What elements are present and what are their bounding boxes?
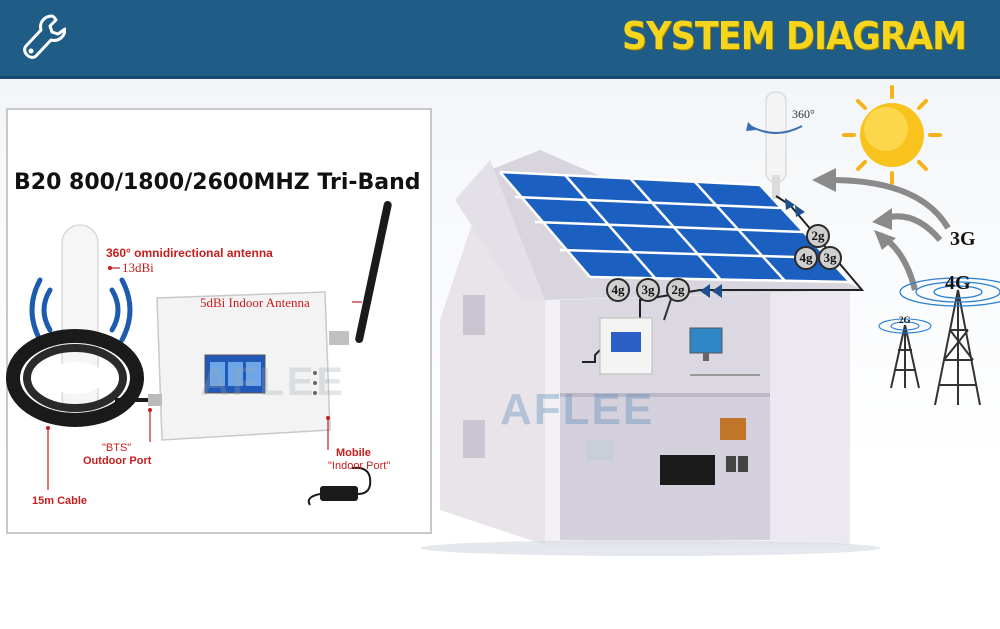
bts-port-label: "BTS" (102, 442, 132, 454)
sun (842, 85, 942, 185)
outdoor-port-label: Outdoor Port (83, 455, 152, 467)
product-title: B20 800/1800/2600MHZ Tri-Band (14, 170, 421, 195)
gable-window (463, 295, 485, 335)
indoor-badge-2g: 2g (666, 278, 690, 302)
mobile-label: Mobile (336, 447, 371, 459)
outdoor-gain-label: 13dBi (122, 260, 154, 275)
page-title: SYSTEM DIAGRAM (621, 14, 967, 58)
indoor-repeater (599, 295, 673, 375)
house-right-wall (770, 290, 850, 545)
header-bar: SYSTEM DIAGRAM (0, 0, 1000, 79)
indoor-antenna (355, 201, 392, 344)
battery (660, 455, 715, 485)
roof-badge-3g: 3g (818, 246, 842, 270)
tower-small (890, 324, 920, 389)
panel-watermark: AFLEE (200, 360, 347, 404)
roof-antenna (746, 91, 803, 199)
wrench-icon (23, 14, 66, 59)
monitor (689, 327, 723, 361)
gable-window (463, 420, 485, 458)
repeater-unit (148, 291, 349, 441)
power-adapter (307, 466, 372, 506)
tower-large (934, 289, 981, 406)
indoor-antenna-label: 5dBi Indoor Antenna (200, 295, 310, 310)
tower-large-waves (899, 277, 1000, 307)
solar-panels (499, 170, 851, 284)
roof-badge-4g: 4g (794, 246, 818, 270)
tower-label-3g: 3G (950, 228, 976, 250)
indoor-badge-4g: 4g (606, 278, 630, 302)
cable-length-label: 15m Cable (32, 495, 88, 507)
tower-small-waves (878, 318, 932, 334)
roof-badge-2g: 2g (806, 224, 830, 248)
signal-waves-icon (29, 277, 133, 343)
callout-lines (47, 267, 362, 490)
indoor-badge-3g: 3g (636, 278, 660, 302)
tower-label-4g: 4G (945, 272, 971, 294)
omni-antenna-label: 360° omnidirectional antenna (106, 246, 273, 260)
indoor-port-label: "Indoor Port" (328, 460, 391, 472)
controller-box (720, 418, 746, 440)
rotation-label: 360° (792, 107, 815, 121)
signal-arrows (700, 198, 805, 298)
tower-label-2g: 2G (899, 315, 911, 325)
cable-coil (6, 329, 144, 427)
scene-watermark: AFLEE (500, 385, 655, 434)
